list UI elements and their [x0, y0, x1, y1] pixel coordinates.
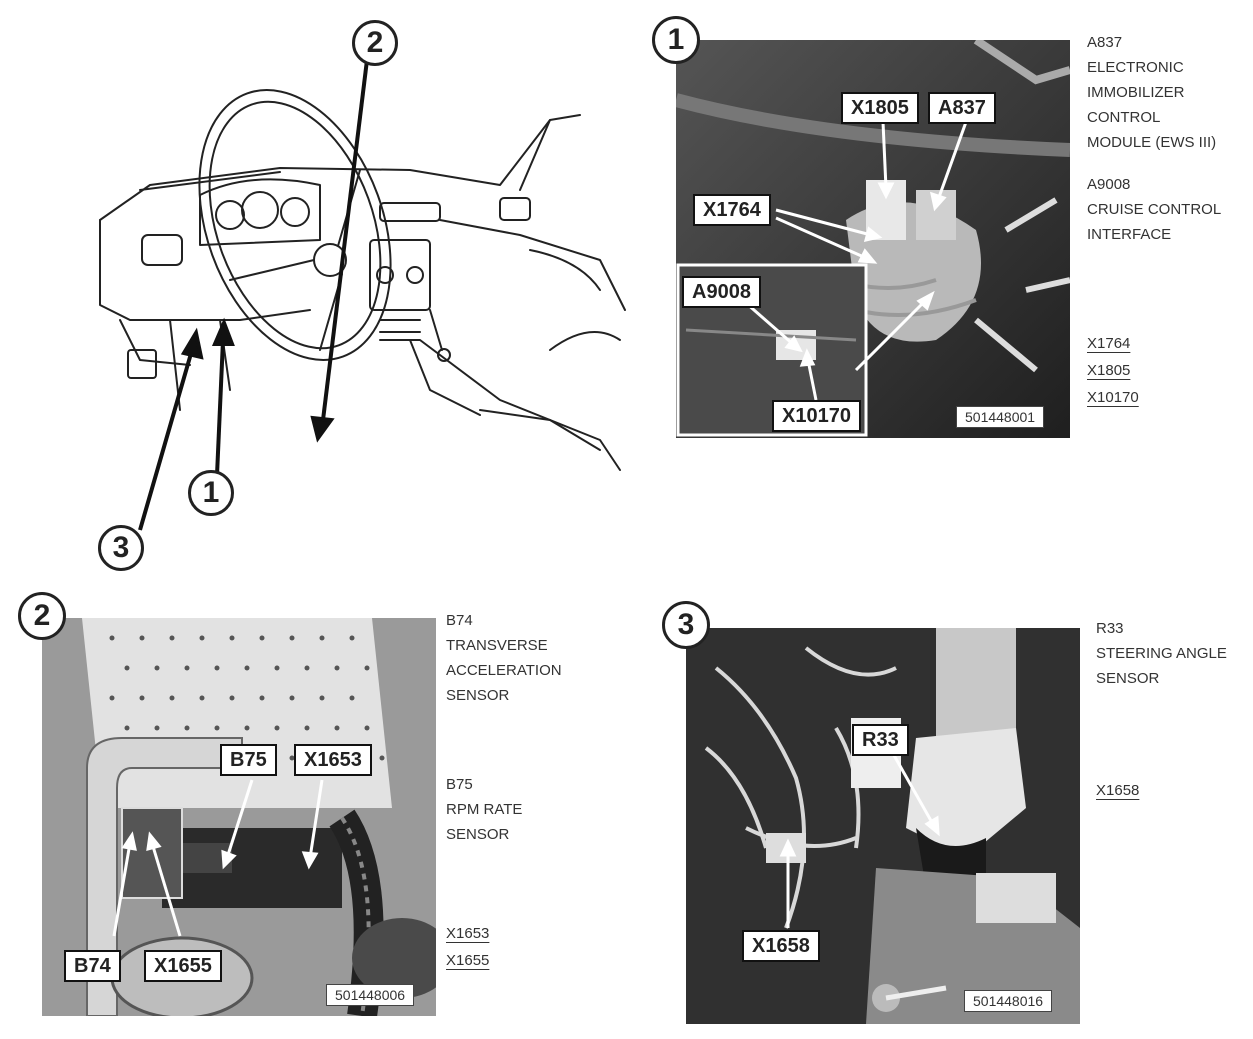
panel-1-legend: A837 ELECTRONIC IMMOBILIZER CONTROL MODU… [1087, 30, 1216, 155]
legend-desc-line: SENSOR [446, 687, 510, 704]
tag-x1653: X1653 [294, 744, 372, 776]
legend-desc-line: MODULE (EWS III) [1087, 134, 1217, 151]
tag-b74: B74 [64, 950, 121, 982]
legend-desc-line: SENSOR [446, 826, 510, 843]
dashboard-overview-drawing: 2 1 3 [80, 20, 640, 580]
connector-label: X10170 [1087, 389, 1139, 406]
panel-3-connector-list: X1658 [1096, 777, 1139, 804]
figure-id-panel-3: 501448016 [964, 990, 1053, 1012]
legend-desc-line: CRUISE CONTROL [1087, 201, 1222, 218]
figure-id-panel-2: 501448006 [326, 984, 415, 1006]
legend-desc-line: TRANSVERSE [446, 637, 548, 654]
panel-3-legend: R33 STEERING ANGLE SENSOR [1096, 616, 1227, 691]
tag-b75: B75 [220, 744, 277, 776]
legend-code: B75 [446, 776, 473, 793]
panel-1-legend-2: A9008 CRUISE CONTROL INTERFACE [1087, 172, 1221, 247]
connector-label: X1764 [1087, 335, 1131, 352]
panel-3-photo: R33 X1658 501448016 [686, 628, 1080, 1024]
legend-code: A837 [1087, 34, 1123, 51]
tag-x1805: X1805 [841, 92, 919, 124]
panel-2-photo: B75 X1653 B74 X1655 501448006 [42, 618, 436, 1016]
dashboard-line-art [99, 59, 626, 531]
legend-desc-line: RPM RATE [446, 801, 523, 818]
legend-code: A9008 [1087, 176, 1131, 193]
panel-2-legend-2: B75 RPM RATE SENSOR [446, 772, 522, 847]
connector-label: X1805 [1087, 362, 1131, 379]
panel-2-legend: B74 TRANSVERSE ACCELERATION SENSOR [446, 608, 562, 708]
tag-x1655: X1655 [144, 950, 222, 982]
legend-desc-line: SENSOR [1096, 670, 1160, 687]
legend-desc-line: STEERING ANGLE [1096, 645, 1227, 662]
legend-desc-line: INTERFACE [1087, 226, 1172, 243]
panel-2-number-circle: 2 [18, 592, 66, 640]
panel-1-number-circle: 1 [652, 16, 700, 64]
callout-2-circle: 2 [352, 20, 398, 66]
legend-desc-line: ELECTRONIC [1087, 59, 1184, 76]
tag-x10170: X10170 [772, 400, 861, 432]
panel-1-connector-list: X1764 X1805 X10170 [1087, 330, 1139, 411]
panel-1-photo: X1805 A837 X1764 A9008 X10170 501448001 [676, 40, 1070, 438]
tag-x1764: X1764 [693, 194, 771, 226]
legend-code: R33 [1096, 620, 1124, 637]
callout-1-circle: 1 [188, 470, 234, 516]
legend-desc-line: ACCELERATION [446, 662, 562, 679]
connector-label: X1658 [1096, 782, 1140, 799]
panel-3-number-circle: 3 [662, 601, 710, 649]
tag-a9008: A9008 [682, 276, 761, 308]
panel-2-connector-list: X1653 X1655 [446, 920, 489, 974]
legend-code: B74 [446, 612, 473, 629]
panel-3-photo-texture [686, 628, 1080, 1024]
connector-label: X1653 [446, 925, 490, 942]
figure-id-panel-1: 501448001 [956, 406, 1045, 428]
connector-label: X1655 [446, 952, 490, 969]
legend-desc-line: CONTROL [1087, 109, 1161, 126]
callout-3-circle: 3 [98, 525, 144, 571]
tag-a837: A837 [928, 92, 996, 124]
tag-x1658: X1658 [742, 930, 820, 962]
legend-desc-line: IMMOBILIZER [1087, 84, 1185, 101]
tag-r33: R33 [852, 724, 909, 756]
